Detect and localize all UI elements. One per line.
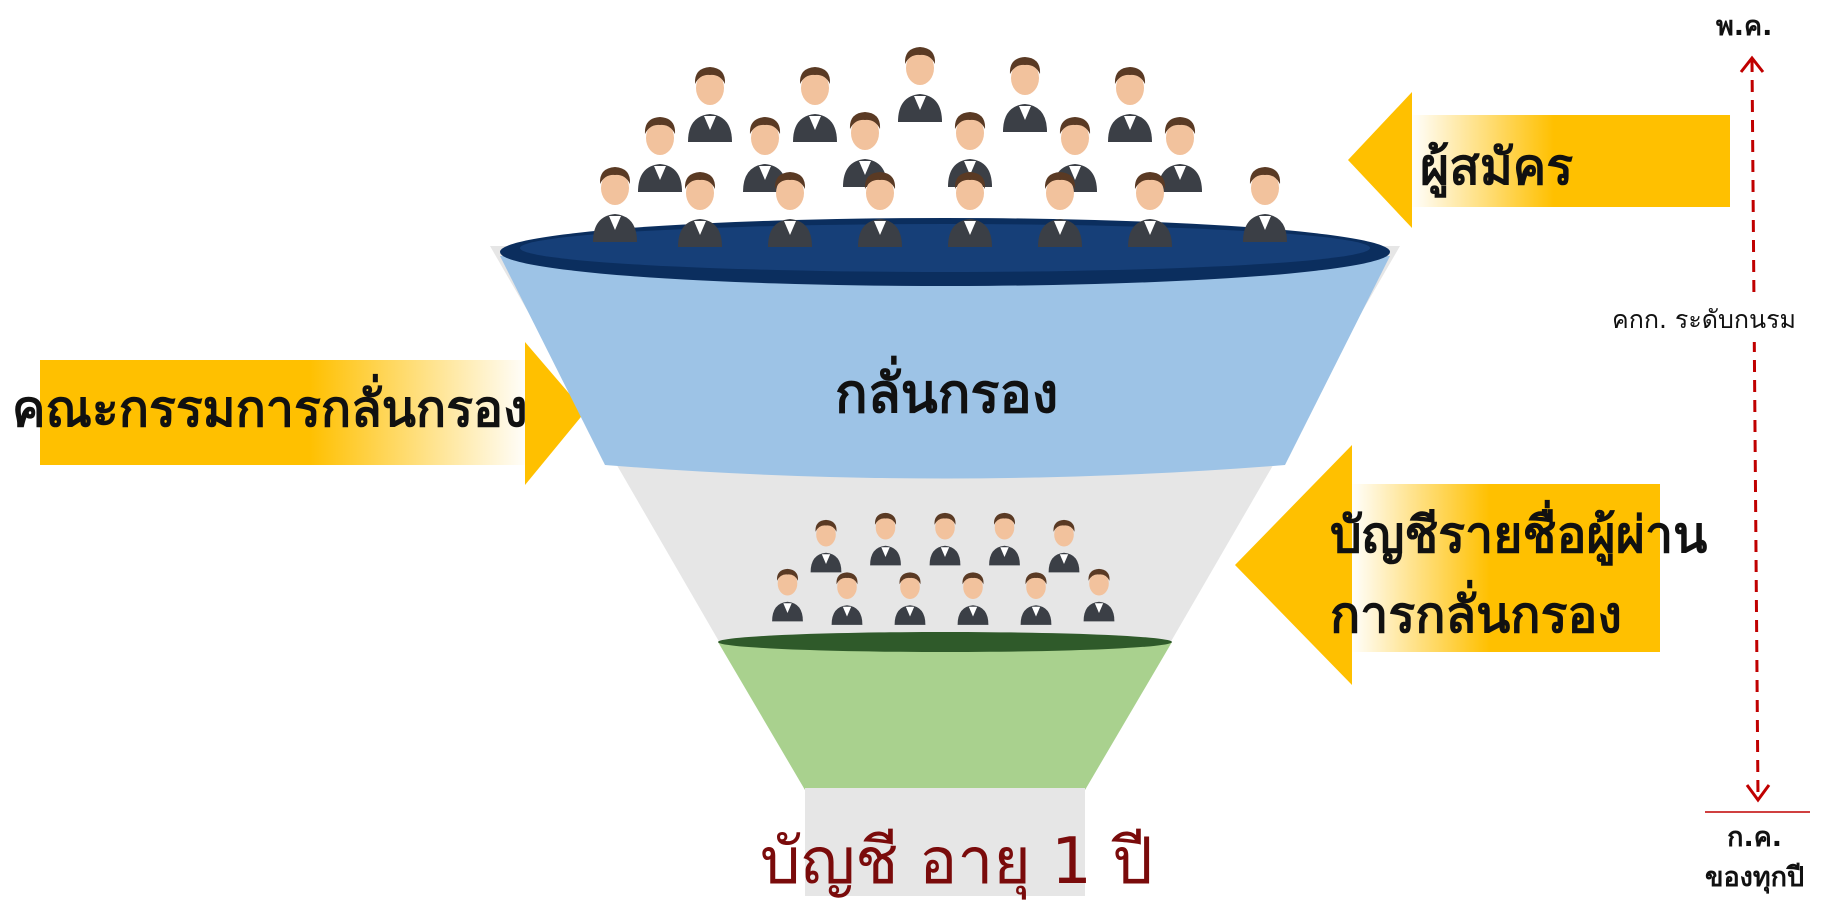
passed-list-label-line2: การกลั่นกรอง: [1330, 586, 1622, 644]
filter-label: กลั่นกรอง: [835, 362, 1059, 425]
passed-list-arrow: [1235, 445, 1660, 685]
timeline-end-label-line1: ก.ค.: [1727, 822, 1783, 853]
committee-label: คณะกรรมการกลั่นกรอง: [12, 380, 528, 438]
committee-arrow: [40, 342, 585, 485]
timeline-end-label: ก.ค. ของทุกปี: [1705, 818, 1804, 898]
crowd-large-icon: [593, 47, 1287, 247]
passed-list-label-line1: บัญชีรายชื่อผู้ผ่าน: [1330, 506, 1708, 564]
passed-list-label: บัญชีรายชื่อผู้ผ่าน การกลั่นกรอง: [1330, 495, 1707, 655]
applicants-label: ผู้สมัคร: [1420, 138, 1574, 196]
timeline-end-label-line2: ของทุกปี: [1705, 862, 1805, 893]
timeline-start-label: พ.ค.: [1716, 11, 1773, 42]
timeline: [1705, 55, 1810, 813]
timeline-middle-label: คกก. ระดับกนรม: [1610, 298, 1798, 342]
applicants-arrow: [1348, 92, 1730, 228]
account-validity-label: บัญชี อายุ 1 ปี: [760, 825, 1153, 899]
